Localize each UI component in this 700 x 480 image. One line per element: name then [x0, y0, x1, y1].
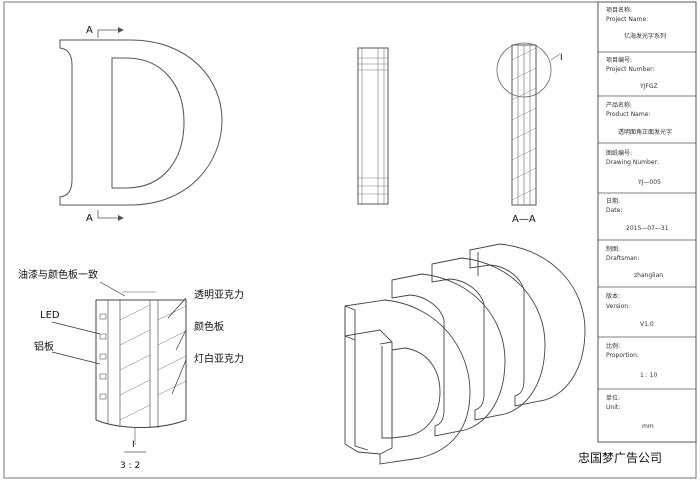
label-paint: 油漆与颜色板一致	[18, 268, 98, 281]
section-mark-top: A	[86, 25, 93, 36]
tb-unit-en: Unit:	[606, 404, 620, 411]
tb-unit-label: 单位:	[606, 394, 620, 402]
front-view-letter-d: A A	[59, 25, 223, 224]
label-led: LED	[40, 310, 60, 321]
tb-version-value: V1.0	[640, 321, 654, 328]
exploded-3d-view	[344, 243, 586, 465]
tb-drawing-number-value: YJ—005	[637, 179, 661, 186]
letter-d-counter	[111, 57, 185, 189]
tb-project-number-label: 项目编号:	[606, 56, 632, 64]
section-label: A—A	[512, 214, 536, 225]
letter-d-outline	[59, 39, 223, 206]
label-color-board: 颜色板	[194, 320, 224, 333]
tb-date-en: Date:	[606, 207, 622, 214]
tb-version-label: 版本:	[606, 292, 620, 300]
tb-proportion-value: 1 : 10	[640, 372, 657, 379]
tb-draftsman-label: 制图:	[606, 245, 620, 253]
detail-body	[95, 299, 187, 428]
label-clear-acrylic: 透明亚克力	[194, 288, 244, 301]
tb-unit-value: mm	[642, 423, 654, 430]
section-a-a: I A—A	[496, 42, 563, 225]
tb-date-value: 2015—07—31	[626, 225, 669, 232]
label-aluminum: 铝板	[34, 340, 54, 353]
detail-mark: I	[560, 53, 563, 63]
tb-date-label: 日期:	[606, 197, 620, 205]
tb-proportion-label: 比例:	[606, 342, 620, 350]
tb-drawing-number-label: 图纸编号:	[606, 149, 632, 157]
enlarged-detail: 油漆与颜色板一致 LED 铝板 透明亚克力 颜色板 灯白亚克力 I 3 : 2	[18, 268, 244, 471]
tb-draftsman-value: zhanglian	[634, 272, 663, 279]
tb-version-en: Version:	[606, 303, 630, 310]
detail-scale-top: I	[132, 440, 135, 450]
tb-drawing-number-en: Drawing Number:	[606, 159, 659, 166]
detail-scale-bottom: 3 : 2	[120, 461, 140, 471]
side-view	[357, 47, 389, 205]
tb-product-name-value: 透明面角正面发光字	[618, 128, 672, 136]
title-block: 项目名称: Project Name: 亿海发光字系列 项目编号: Projec…	[597, 1, 697, 443]
tb-project-number-value: YJFGZ	[639, 83, 658, 90]
tb-draftsman-en: Draftsman:	[606, 255, 640, 262]
tb-product-name-en: Product Name:	[606, 111, 650, 118]
company-watermark: 忠国梦广告公司	[578, 451, 663, 465]
tb-product-name-label: 产品名称:	[606, 101, 632, 109]
tb-proportion-en: Proportion:	[606, 352, 639, 359]
tb-project-name-en: Project Name:	[606, 16, 648, 23]
tb-project-name-label: 项目名称:	[606, 6, 632, 14]
section-mark-bottom: A	[86, 213, 93, 224]
tb-project-name-value: 亿海发光字系列	[624, 32, 666, 40]
tb-project-number-en: Project Number:	[606, 66, 654, 73]
label-lamp-white-acrylic: 灯白亚克力	[194, 352, 244, 365]
